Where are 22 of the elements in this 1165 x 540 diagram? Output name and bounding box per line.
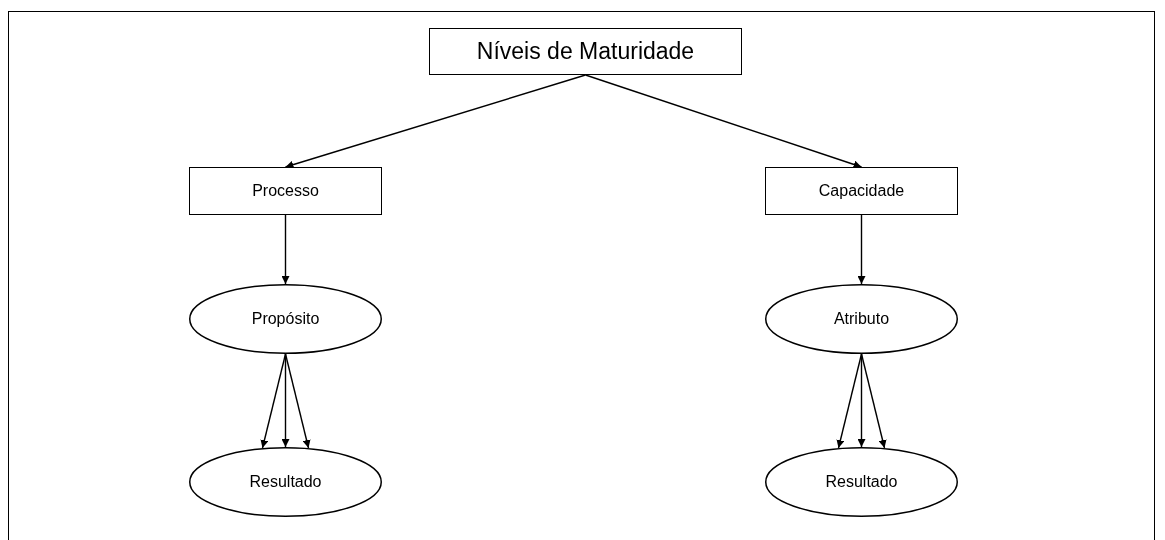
node-label: Processo: [252, 182, 319, 200]
arrow: [281, 214, 290, 285]
node-label: Resultado: [249, 473, 322, 491]
process-box: [189, 167, 382, 215]
process-box: [765, 167, 958, 215]
arrow: [260, 353, 287, 449]
node-label: Capacidade: [818, 182, 905, 200]
ellipse-node: [189, 447, 382, 517]
ellipse-node: [765, 284, 958, 354]
arrow: [284, 353, 311, 449]
arrow: [584, 74, 863, 169]
node-label: Resultado: [825, 473, 898, 491]
node-label: Propósito: [251, 310, 320, 328]
process-box: [429, 28, 742, 75]
arrow: [836, 353, 863, 449]
arrow: [860, 353, 887, 449]
arrow: [284, 74, 587, 169]
arrow: [857, 214, 866, 285]
ellipse-node: [765, 447, 958, 517]
node-label: Atributo: [833, 310, 890, 328]
node-label: Níveis de Maturidade: [476, 38, 695, 65]
ellipse-node: [189, 284, 382, 354]
